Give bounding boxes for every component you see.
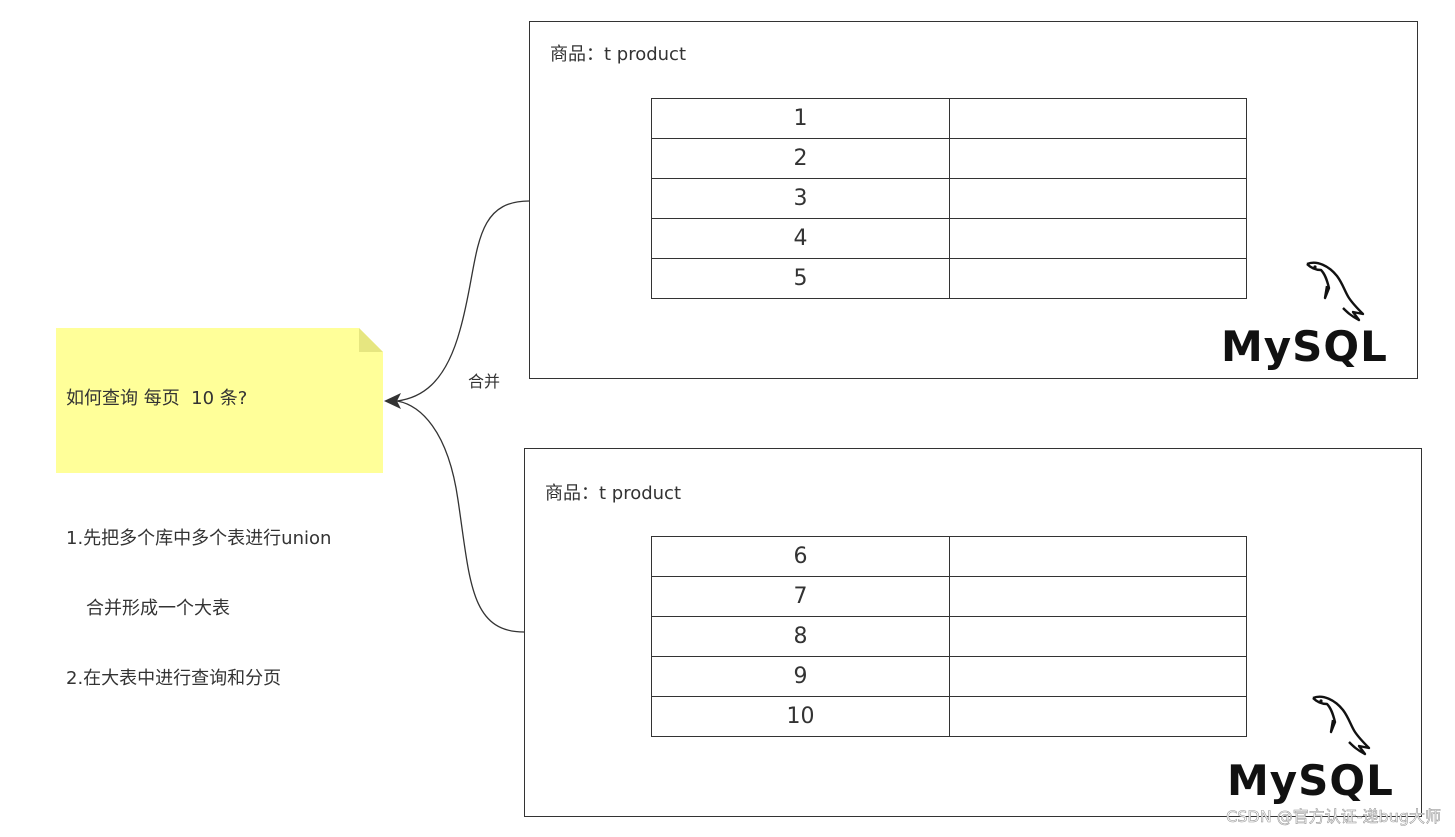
note-title: 如何查询 每页 10 条? bbox=[66, 387, 248, 409]
table-cell-id: 3 bbox=[651, 178, 950, 219]
table-row: 1 bbox=[651, 98, 1247, 139]
table-cell-id: 9 bbox=[651, 656, 950, 697]
table-cell-id: 10 bbox=[651, 696, 950, 737]
table-cell-empty bbox=[949, 616, 1247, 657]
table-cell-empty bbox=[949, 576, 1247, 617]
table-cell-empty bbox=[949, 258, 1247, 299]
mysql-dolphin-icon bbox=[1312, 695, 1371, 756]
table-row: 7 bbox=[651, 576, 1247, 617]
database-box-2[interactable]: 商品：t product 6 7 8 9 10 MySQL bbox=[524, 448, 1422, 817]
note-text: 如何查询 每页 10 条? 1.先把多个库中多个表进行union 合并形成一个大… bbox=[66, 340, 331, 738]
table-cell-id: 2 bbox=[651, 138, 950, 179]
table-row: 5 bbox=[651, 258, 1247, 299]
mysql-logo: MySQL bbox=[1219, 258, 1387, 368]
connector-top bbox=[396, 200, 530, 402]
note-blank-line bbox=[66, 457, 331, 480]
table-row: 2 bbox=[651, 138, 1247, 179]
table-cell-empty bbox=[949, 178, 1247, 219]
note-background bbox=[56, 328, 383, 473]
note-step-2: 2.在大表中进行查询和分页 bbox=[66, 668, 282, 690]
merge-label: 合并 bbox=[468, 372, 501, 391]
mysql-dolphin-icon bbox=[1306, 261, 1365, 322]
table-cell-id: 1 bbox=[651, 98, 950, 139]
table-cell-empty bbox=[949, 138, 1247, 179]
mysql-logo-text: MySQL bbox=[1221, 322, 1388, 371]
table-label: 商品：t product bbox=[545, 483, 682, 504]
product-table-2: 6 7 8 9 10 bbox=[651, 536, 1247, 737]
note-step-1: 1.先把多个库中多个表进行union bbox=[66, 528, 332, 550]
note-step-1-continued: 合并形成一个大表 bbox=[86, 598, 230, 620]
table-cell-empty bbox=[949, 656, 1247, 697]
table-row: 6 bbox=[651, 536, 1247, 577]
product-table-1: 1 2 3 4 5 bbox=[651, 98, 1247, 299]
mysql-logo-text: MySQL bbox=[1227, 756, 1394, 805]
table-cell-empty bbox=[949, 696, 1247, 737]
table-cell-empty bbox=[949, 218, 1247, 259]
table-row: 9 bbox=[651, 656, 1247, 697]
sticky-note[interactable]: 如何查询 每页 10 条? 1.先把多个库中多个表进行union 合并形成一个大… bbox=[56, 328, 383, 689]
table-row: 8 bbox=[651, 616, 1247, 657]
table-label: 商品：t product bbox=[550, 44, 687, 65]
table-cell-id: 6 bbox=[651, 536, 950, 577]
table-row: 3 bbox=[651, 178, 1247, 219]
table-cell-empty bbox=[949, 98, 1247, 139]
table-cell-id: 8 bbox=[651, 616, 950, 657]
connector-bottom bbox=[396, 400, 525, 633]
table-cell-id: 4 bbox=[651, 218, 950, 259]
table-row: 10 bbox=[651, 696, 1247, 737]
database-box-1[interactable]: 商品：t product 1 2 3 4 5 MySQL bbox=[529, 21, 1418, 379]
table-cell-id: 7 bbox=[651, 576, 950, 617]
table-row: 4 bbox=[651, 218, 1247, 259]
table-cell-empty bbox=[949, 536, 1247, 577]
arrowhead-icon bbox=[384, 393, 401, 409]
table-cell-id: 5 bbox=[651, 258, 950, 299]
mysql-logo: MySQL bbox=[1225, 692, 1393, 802]
watermark: CSDN @官方认证-递bug大师 bbox=[1226, 807, 1442, 827]
